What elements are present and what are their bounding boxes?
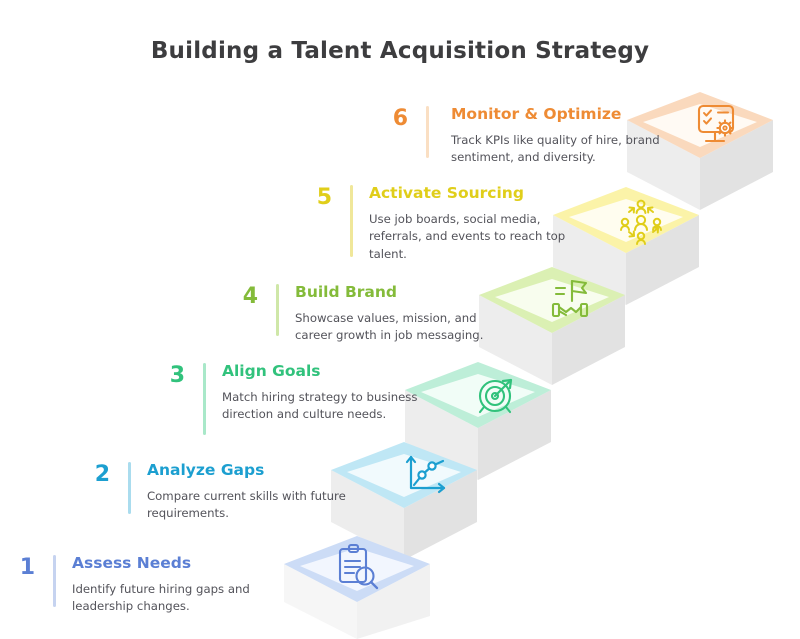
platform-step-6 — [627, 92, 773, 158]
step-number: 1 — [19, 555, 35, 580]
step-divider — [276, 284, 279, 336]
step-item-1[interactable]: 1 Assess Needs Identify future hiring ga… — [5, 554, 287, 616]
platform-step-4 — [479, 267, 625, 333]
step-item-2[interactable]: 2 Analyze Gaps Compare current skills wi… — [80, 461, 362, 523]
step-item-4[interactable]: 4 Build Brand Showcase values, mission, … — [228, 283, 510, 345]
stair-platforms — [284, 92, 773, 602]
step-number: 2 — [94, 462, 110, 487]
step-number: 4 — [242, 284, 258, 309]
platform-step-5 — [553, 187, 699, 253]
step-heading: Build Brand — [295, 283, 398, 301]
page-title: Building a Talent Acquisition Strategy — [150, 38, 650, 64]
step-divider — [350, 185, 353, 257]
step-number: 5 — [316, 185, 332, 210]
platform-step-3 — [405, 362, 551, 428]
step-number: 6 — [392, 106, 408, 131]
step-description: Compare current skills with future requi… — [147, 489, 346, 521]
step-item-3[interactable]: 3 Align Goals Match hiring strategy to b… — [155, 362, 437, 435]
step-description: Match hiring strategy to business direct… — [222, 390, 418, 422]
step-heading: Activate Sourcing — [369, 184, 524, 202]
step-divider — [128, 462, 131, 514]
step-description: Showcase values, mission, and career gro… — [295, 311, 484, 343]
step-item-6[interactable]: 6 Monitor & Optimize Track KPIs like qua… — [378, 105, 666, 167]
step-description: Track KPIs like quality of hire, brand s… — [451, 133, 660, 165]
step-divider — [53, 555, 56, 607]
step-description: Identify future hiring gaps and leadersh… — [72, 582, 250, 614]
step-heading: Monitor & Optimize — [451, 105, 622, 123]
step-heading: Assess Needs — [72, 554, 192, 572]
stair-risers — [284, 120, 773, 639]
step-heading: Analyze Gaps — [147, 461, 265, 479]
step-item-5[interactable]: 5 Activate Sourcing Use job boards, soci… — [302, 184, 584, 263]
step-description: Use job boards, social media, referrals,… — [369, 212, 566, 261]
platform-step-2 — [331, 442, 477, 508]
platform-step-1 — [284, 536, 430, 602]
step-heading: Align Goals — [222, 362, 321, 380]
step-divider — [426, 106, 429, 158]
step-number: 3 — [169, 363, 185, 388]
step-divider — [203, 363, 206, 435]
